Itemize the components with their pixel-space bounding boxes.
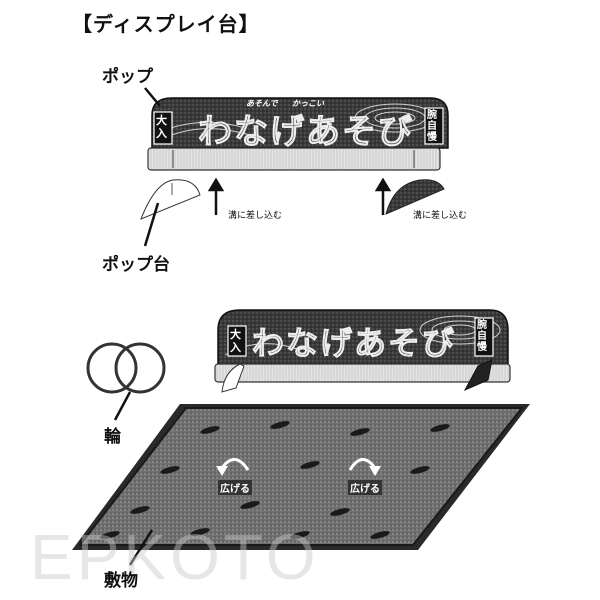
pop-stand-label: ポップ台: [102, 255, 170, 275]
pop-label: ポップ: [102, 67, 153, 87]
upper-left-tag: 大入: [156, 114, 167, 140]
upper-base: [147, 147, 441, 171]
ring-label: 輪: [104, 427, 121, 447]
insert-right-label: 溝に差し込む: [413, 211, 468, 221]
mat-shape: [72, 404, 530, 550]
unfold-arrow-right-icon: [348, 458, 381, 476]
pop-leader-line: [144, 87, 161, 107]
unfold-right-label: 広げる: [348, 480, 382, 495]
upper-pop-banner: [151, 97, 449, 149]
watermark: EPKOTO: [30, 521, 320, 593]
insert-arrow-right: [374, 177, 392, 215]
lower-pop-stand-right: [463, 359, 493, 392]
unfold-left-label: 広げる: [218, 480, 252, 495]
lower-banner-main-text: わなげあそび: [251, 324, 457, 363]
pop-stand-right-piece: [385, 179, 445, 215]
ring-icon: [86, 342, 166, 394]
lower-left-tag: 大入: [230, 328, 241, 354]
upper-right-tag: 腕自慢: [427, 110, 437, 143]
insert-left-label: 溝に差し込む: [228, 211, 283, 221]
lower-base: [214, 363, 511, 383]
insert-arrow-left: [207, 177, 225, 215]
ring-leader-line: [113, 391, 132, 421]
pop-stand-leader-line: [143, 202, 160, 247]
upper-banner-main-text: わなげあそび: [198, 112, 414, 153]
lower-right-tag: 腕自慢: [477, 320, 487, 353]
upper-banner-ruby-left: あそんで: [246, 99, 278, 108]
lower-pop-stand-left: [221, 363, 245, 393]
unfold-arrow-left-icon: [216, 458, 250, 476]
mat-label: 敷物: [104, 571, 138, 591]
lower-pop-banner: [217, 309, 509, 366]
mat-leader-line: [128, 529, 154, 566]
diagram-title: 【ディスプレイ台】: [72, 12, 260, 36]
upper-banner-ruby-right: かっこい: [292, 99, 324, 108]
pop-stand-left-piece: [140, 179, 201, 220]
